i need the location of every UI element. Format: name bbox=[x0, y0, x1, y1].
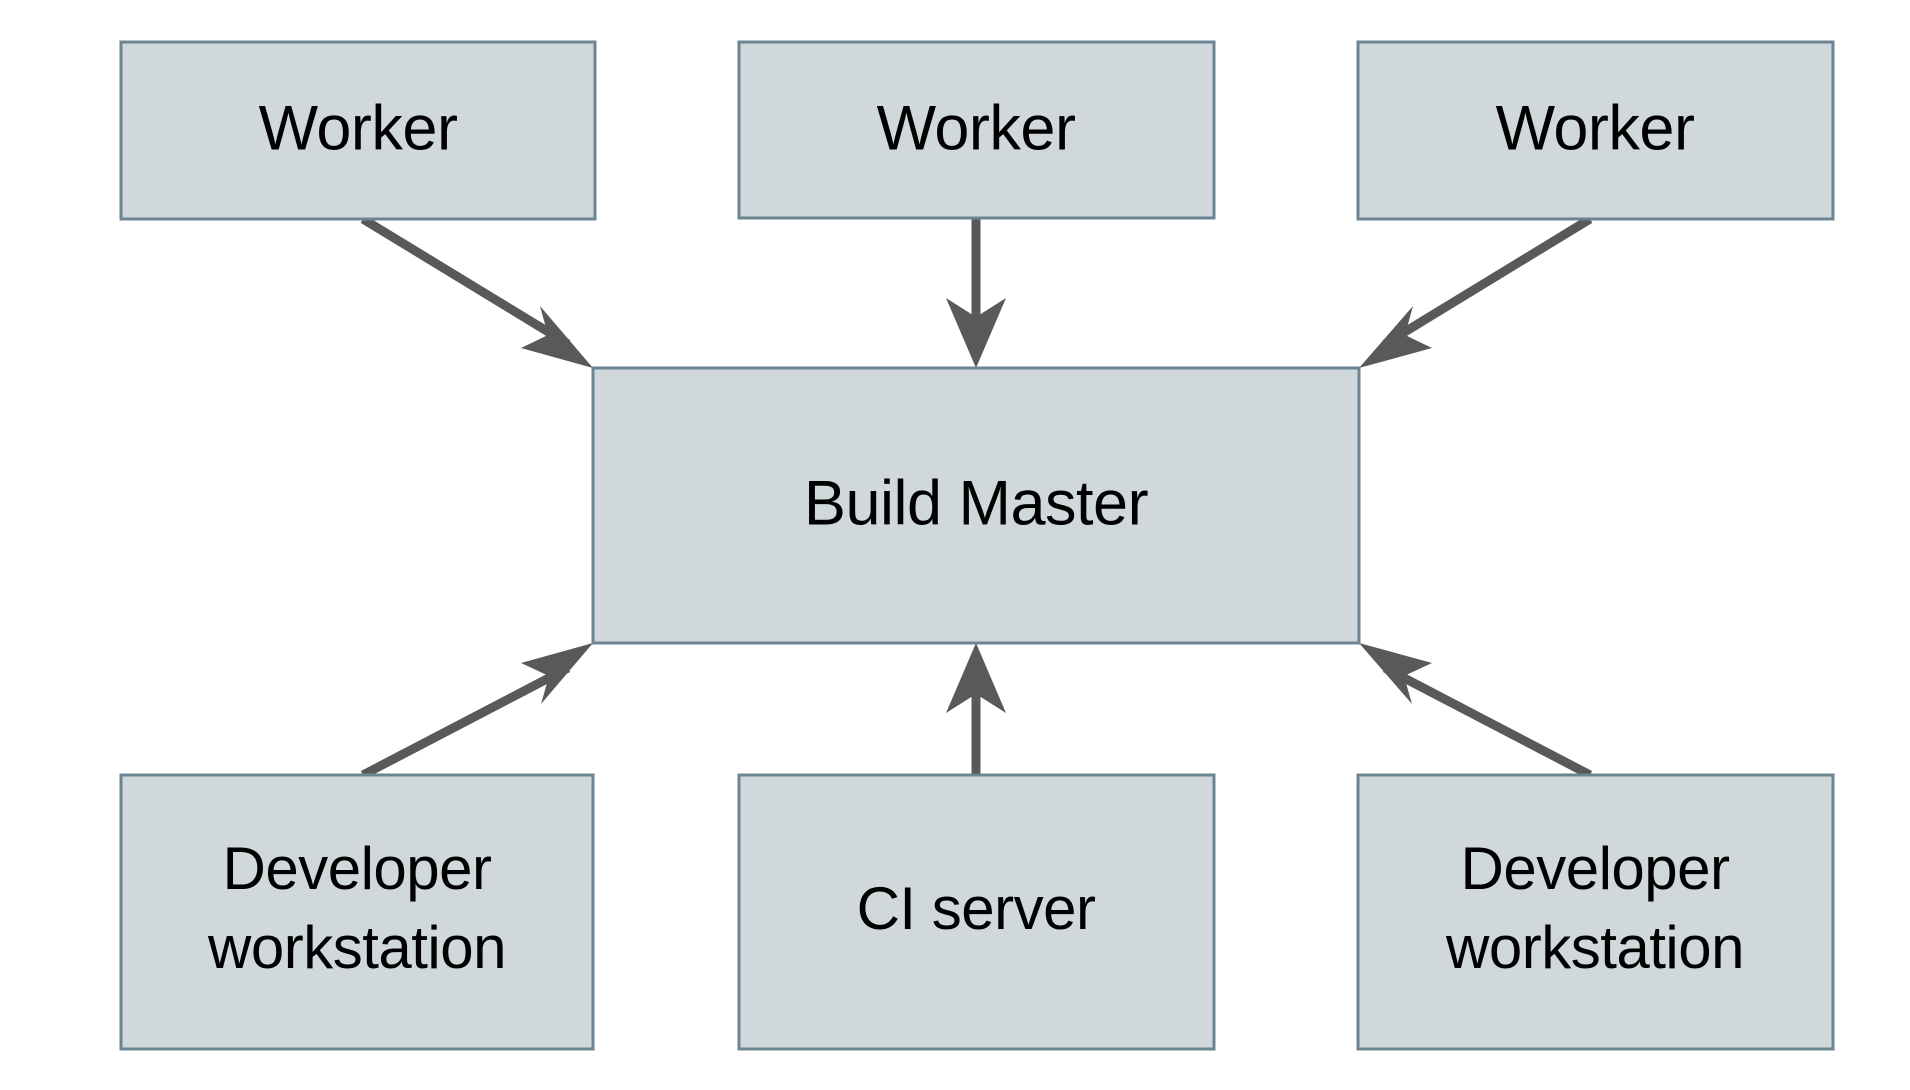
node-dev-workstation-left[interactable]: Developer workstation bbox=[119, 773, 595, 1051]
node-dev-workstation-right-box[interactable] bbox=[1356, 773, 1835, 1051]
edge-devright-to-master bbox=[1359, 643, 1593, 779]
edge-devright-line bbox=[1382, 664, 1593, 779]
edge-ci-arrowhead bbox=[946, 643, 1006, 713]
node-worker-3-box[interactable] bbox=[1356, 40, 1835, 221]
node-build-master-label: Build Master bbox=[804, 469, 1148, 539]
node-worker-2-label: Worker bbox=[877, 94, 1076, 164]
edge-worker2-to-master bbox=[946, 219, 1006, 368]
node-dev-workstation-left-label-line2: workstation bbox=[207, 914, 506, 981]
edge-devleft-arrowhead bbox=[521, 643, 593, 704]
node-dev-workstation-left-label-line1: Developer bbox=[223, 835, 492, 902]
edge-worker2-arrowhead bbox=[946, 298, 1006, 368]
node-worker-3-label: Worker bbox=[1496, 94, 1695, 164]
node-worker-1-box[interactable] bbox=[119, 40, 597, 221]
node-worker-3[interactable]: Worker bbox=[1356, 40, 1835, 221]
edge-worker1-line bbox=[360, 215, 571, 348]
edge-worker3-line bbox=[1382, 215, 1593, 348]
edge-devleft-to-master bbox=[360, 643, 593, 779]
edge-devright-arrowhead bbox=[1359, 643, 1432, 704]
edge-worker3-arrowhead bbox=[1359, 306, 1432, 368]
node-dev-workstation-left-box[interactable] bbox=[119, 773, 595, 1051]
edge-worker1-to-master bbox=[360, 215, 593, 368]
node-dev-workstation-right-label-line2: workstation bbox=[1445, 914, 1744, 981]
node-build-master-box[interactable] bbox=[591, 366, 1361, 645]
edge-devleft-line bbox=[360, 664, 571, 779]
edge-worker1-arrowhead bbox=[521, 306, 593, 368]
edge-worker3-to-master bbox=[1359, 215, 1593, 368]
node-worker-2[interactable]: Worker bbox=[737, 40, 1216, 220]
node-worker-1-label: Worker bbox=[259, 94, 458, 164]
edge-ci-to-master bbox=[946, 643, 1006, 775]
node-dev-workstation-right-label-line1: Developer bbox=[1461, 835, 1730, 902]
node-dev-workstation-right[interactable]: Developer workstation bbox=[1356, 773, 1835, 1051]
node-worker-2-box[interactable] bbox=[737, 40, 1216, 220]
node-worker-1[interactable]: Worker bbox=[119, 40, 597, 221]
node-ci-server[interactable]: CI server bbox=[737, 773, 1216, 1051]
node-ci-server-box[interactable] bbox=[737, 773, 1216, 1051]
node-ci-server-label: CI server bbox=[857, 875, 1096, 942]
node-build-master[interactable]: Build Master bbox=[591, 366, 1361, 645]
